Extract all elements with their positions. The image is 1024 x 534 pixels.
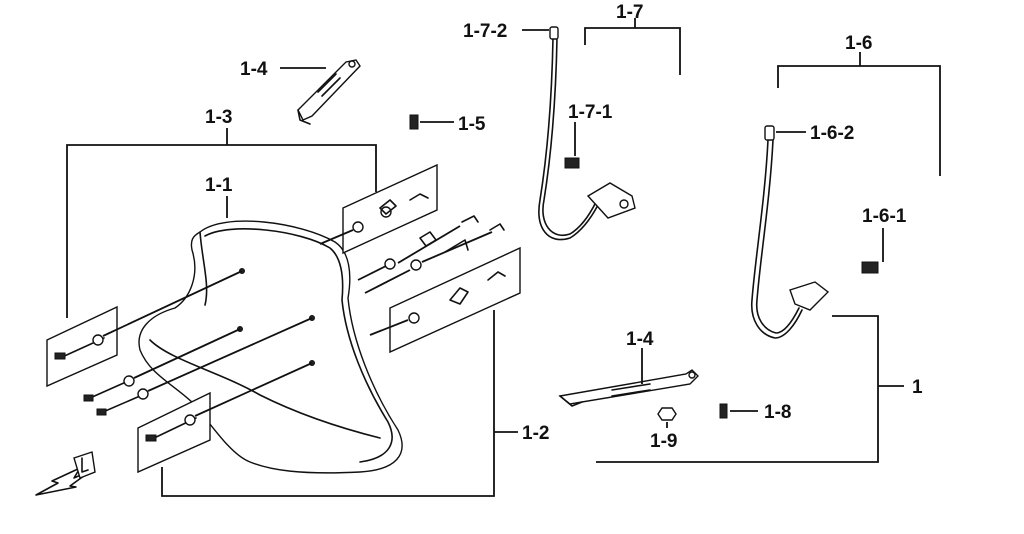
cable-assembly-1-7-part: [538, 26, 636, 241]
bracket-1-6: [776, 52, 941, 176]
front-direction-arrow-icon: [35, 451, 96, 496]
label-1-5: 1-5: [458, 114, 486, 135]
bracket-1: [596, 315, 904, 463]
loose-bolts-left: [83, 317, 313, 416]
cable-assembly-1-6-part: [750, 125, 884, 339]
bracket-1-7: [522, 18, 681, 75]
label-1-6: 1-6: [845, 33, 872, 54]
small-bolt-1-8-part: [719, 403, 758, 419]
seat-strap-mid-part: [558, 369, 699, 407]
label-1-9: 1-9: [650, 431, 677, 452]
label-1-4-top: 1-4: [240, 59, 268, 80]
label-1-7: 1-7: [616, 2, 643, 23]
nut-1-9-part: [657, 407, 677, 428]
label-1-1: 1-1: [205, 175, 233, 196]
label-1-6-2: 1-6-2: [810, 123, 854, 144]
label-1-8: 1-8: [764, 402, 791, 423]
bracket-1-2: [161, 310, 518, 497]
small-bolt-1-5-part: [409, 114, 454, 130]
left-hardware-plate-upper: [46, 270, 243, 388]
right-hardware-plate-upper: [319, 163, 438, 255]
label-1-6-1: 1-6-1: [862, 206, 907, 227]
label-1-4-mid: 1-4: [626, 329, 654, 350]
middle-hardware-cluster: [357, 215, 505, 294]
label-1-2: 1-2: [522, 423, 549, 444]
right-hardware-plate-lower: [369, 246, 521, 354]
seat-strap-top-part: [297, 59, 361, 125]
bracket-1-3: [66, 128, 377, 318]
label-1: 1: [912, 377, 923, 398]
label-1-3: 1-3: [205, 107, 232, 128]
left-hardware-plate-lower: [137, 362, 313, 474]
label-1-7-2: 1-7-2: [463, 21, 507, 42]
label-1-7-1: 1-7-1: [568, 102, 613, 123]
